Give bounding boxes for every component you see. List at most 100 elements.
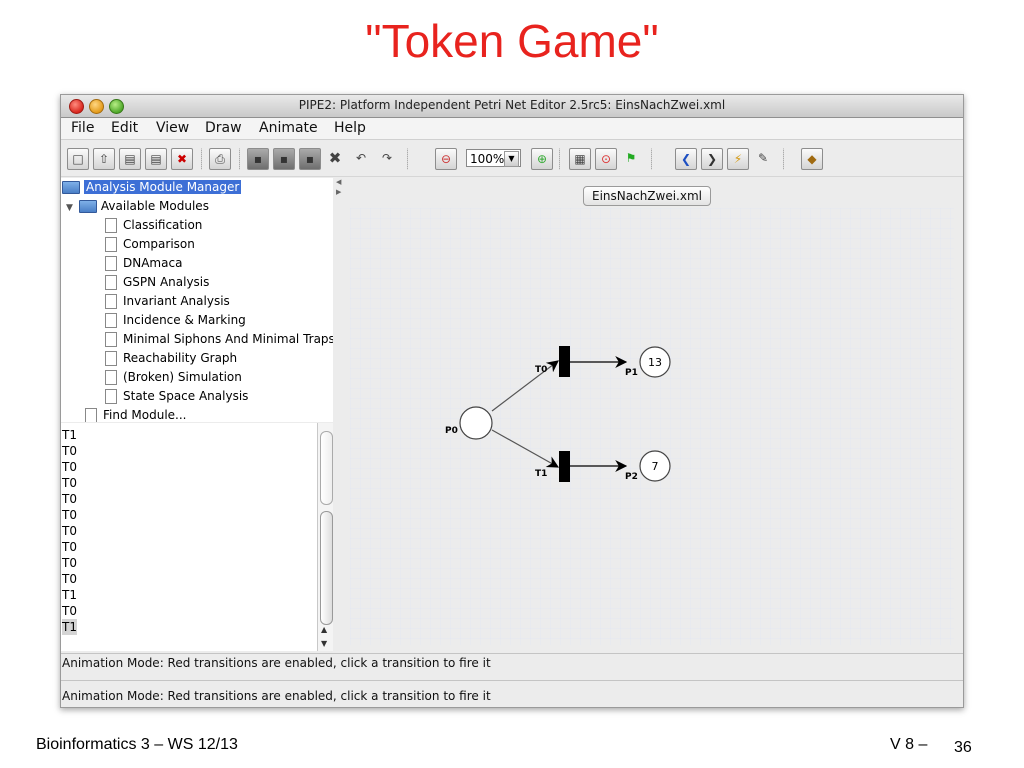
tree-module-item[interactable]: Classification (105, 216, 202, 234)
folder-icon (78, 200, 97, 213)
collapse-right-icon[interactable]: ▶ (336, 188, 342, 196)
menu-file[interactable]: File (71, 120, 95, 136)
log-entry: T0 (62, 572, 77, 586)
menu-draw[interactable]: Draw (205, 120, 242, 136)
status-text-1: Animation Mode: Red transitions are enab… (62, 656, 491, 670)
log-entry: T0 (62, 604, 77, 618)
eraser-icon[interactable]: ◆ (801, 148, 823, 170)
random-fire-icon[interactable]: ⚡ (727, 148, 749, 170)
zoom-dropdown-icon[interactable]: ▼ (504, 151, 519, 167)
copy-icon[interactable]: ▪ (273, 148, 295, 170)
transition-label: T1 (535, 469, 547, 479)
paste-icon[interactable]: ▪ (299, 148, 321, 170)
window-title: PIPE2: Platform Independent Petri Net Ed… (298, 98, 726, 112)
maximize-window-button[interactable] (109, 99, 124, 114)
menu-bar: File Edit View Draw Animate Help (61, 118, 963, 140)
tree-module-item[interactable]: State Space Analysis (105, 387, 248, 405)
tree-module-item[interactable]: Incidence & Marking (105, 311, 246, 329)
module-label: (Broken) Simulation (123, 370, 242, 384)
document-icon (105, 237, 117, 252)
tree-root-label: Analysis Module Manager (84, 180, 242, 194)
menu-edit[interactable]: Edit (111, 120, 139, 136)
tree-module-item[interactable]: Minimal Siphons And Minimal Traps (105, 330, 333, 348)
tree-module-item[interactable]: Reachability Graph (105, 349, 237, 367)
footer-version: V 8 – (890, 736, 928, 753)
tree-find-module[interactable]: Find Module... (85, 406, 186, 422)
log-entry-selected: T1 (62, 619, 77, 635)
split-divider[interactable]: ◀ ▶ (333, 178, 349, 651)
toolbar-separator (651, 148, 653, 170)
step-forward-icon[interactable]: ❯ (701, 148, 723, 170)
grid-icon[interactable]: ▦ (569, 148, 591, 170)
drag-icon[interactable]: ⊙ (595, 148, 617, 170)
token-count: 7 (652, 460, 659, 473)
toolbar-separator (783, 148, 785, 170)
new-file-icon[interactable]: □ (67, 148, 89, 170)
slide-title: "Token Game" (365, 15, 659, 67)
tree-module-item[interactable]: DNAmaca (105, 254, 182, 272)
animate-flag-icon[interactable]: ⚑ (625, 151, 637, 165)
log-entry: T0 (62, 476, 77, 490)
log-entry: T0 (62, 540, 77, 554)
menu-animate[interactable]: Animate (259, 120, 318, 136)
tree-module-item[interactable]: Comparison (105, 235, 195, 253)
scroll-thumb[interactable] (320, 511, 333, 625)
tree-root[interactable]: Analysis Module Manager (62, 178, 242, 196)
place-label: P0 (445, 426, 458, 436)
module-label: Comparison (123, 237, 195, 251)
find-module-label: Find Module... (103, 408, 187, 422)
zoom-out-icon[interactable]: ⊖ (435, 148, 457, 170)
collapse-left-icon[interactable]: ◀ (336, 178, 342, 186)
close-window-button[interactable] (69, 99, 84, 114)
folder-icon (62, 181, 80, 194)
expand-arrow-icon[interactable]: ▼ (66, 203, 73, 213)
place-p2[interactable] (639, 450, 671, 482)
save-as-icon[interactable]: ▤ (145, 148, 167, 170)
close-file-icon[interactable]: ✖ (171, 148, 193, 170)
delete-icon[interactable]: ✖ (328, 149, 342, 167)
menu-help[interactable]: Help (334, 120, 366, 136)
place-p1[interactable] (639, 346, 671, 378)
arc-p0-t1[interactable] (491, 429, 560, 468)
document-icon (105, 294, 117, 309)
tree-module-item[interactable]: (Broken) Simulation (105, 368, 242, 386)
module-label: Classification (123, 218, 203, 232)
redo-icon[interactable]: ↷ (381, 151, 393, 165)
tree-folder-available[interactable]: ▼Available Modules (66, 197, 209, 215)
firing-log: T1 T0 T0 T0 T0 T0 T0 T0 T0 T0 T1 T0 T1 (61, 423, 317, 651)
transition-t1[interactable] (559, 451, 570, 482)
arc-p0-t0[interactable] (491, 360, 559, 412)
transition-t0[interactable] (559, 346, 570, 377)
scroll-down-icon[interactable]: ▼ (321, 639, 328, 648)
log-entry: T1 (62, 428, 77, 442)
toolbar-separator (201, 148, 203, 170)
place-label: P2 (625, 472, 638, 482)
place-p0[interactable] (459, 406, 493, 440)
module-label: GSPN Analysis (123, 275, 210, 289)
module-label: Incidence & Marking (123, 313, 246, 327)
document-icon (105, 256, 117, 271)
open-file-icon[interactable]: ⇧ (93, 148, 115, 170)
page-number: 36 (954, 739, 972, 756)
zoom-in-icon[interactable]: ⊕ (531, 148, 553, 170)
save-icon[interactable]: ▤ (119, 148, 141, 170)
undo-icon[interactable]: ↶ (355, 151, 367, 165)
tree-module-item[interactable]: Invariant Analysis (105, 292, 230, 310)
step-back-icon[interactable]: ❮ (675, 148, 697, 170)
footer-course: Bioinformatics 3 – WS 12/13 (36, 736, 238, 753)
cut-icon[interactable]: ▪ (247, 148, 269, 170)
document-icon (105, 351, 117, 366)
zoom-select[interactable]: 100% ▼ (466, 149, 521, 167)
toolbar-separator (407, 148, 409, 170)
menu-view[interactable]: View (156, 120, 190, 136)
log-scrollbar[interactable]: ▲ ▼ (317, 423, 334, 651)
petri-net-canvas[interactable]: P0 P1 P2 T0 T1 13 7 (350, 208, 954, 645)
minimize-window-button[interactable] (89, 99, 104, 114)
tree-module-item[interactable]: GSPN Analysis (105, 273, 209, 291)
animate-multiple-icon[interactable]: ✎ (757, 151, 769, 165)
status-text-2: Animation Mode: Red transitions are enab… (62, 689, 491, 703)
print-icon[interactable]: ⎙ (209, 148, 231, 170)
scroll-up-icon[interactable]: ▲ (321, 625, 328, 634)
file-tab[interactable]: EinsNachZwei.xml (583, 186, 711, 206)
document-icon (85, 408, 97, 422)
